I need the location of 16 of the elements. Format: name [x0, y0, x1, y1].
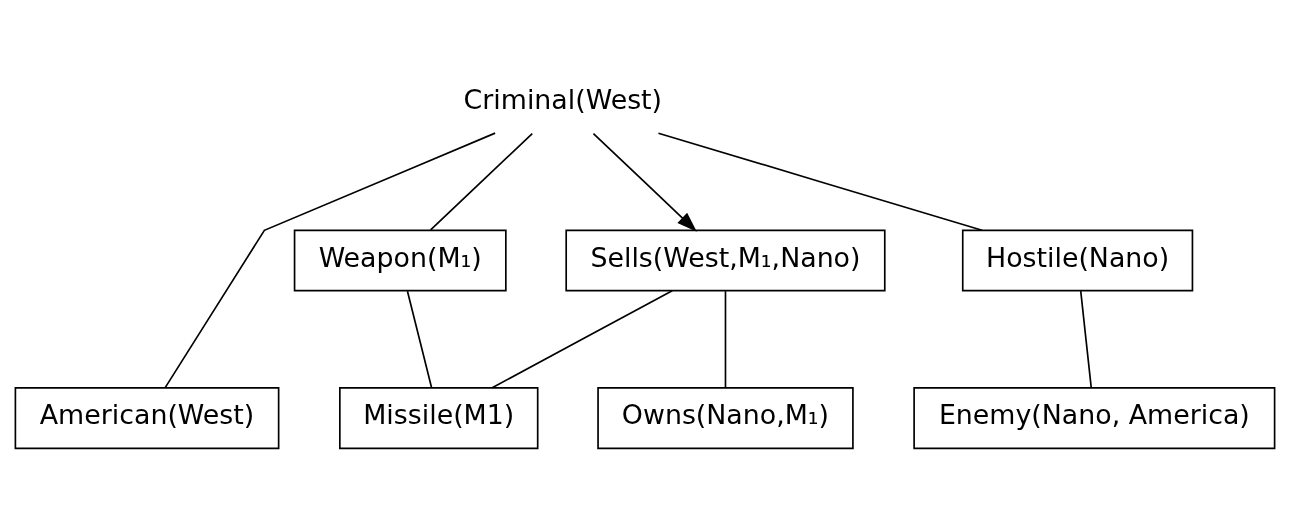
node-box: Weapon(M₁) [293, 229, 507, 291]
node-box: Enemy(Nano, America) [913, 386, 1276, 449]
connector [406, 289, 433, 388]
node-box: Owns(Nano,M₁) [597, 386, 854, 449]
node-box: American(West) [14, 386, 280, 449]
arrow [592, 132, 697, 232]
connector [657, 131, 983, 231]
node-box: Sells(West,M₁,Nano) [565, 229, 886, 291]
connector [1079, 289, 1093, 388]
connector [429, 132, 534, 231]
node-text: Criminal(West) [463, 83, 663, 115]
node-box: Hostile(Nano) [961, 229, 1194, 291]
connector [724, 289, 727, 388]
connector [164, 131, 496, 388]
connector [491, 289, 674, 388]
node-box: Missile(M1) [339, 386, 539, 449]
